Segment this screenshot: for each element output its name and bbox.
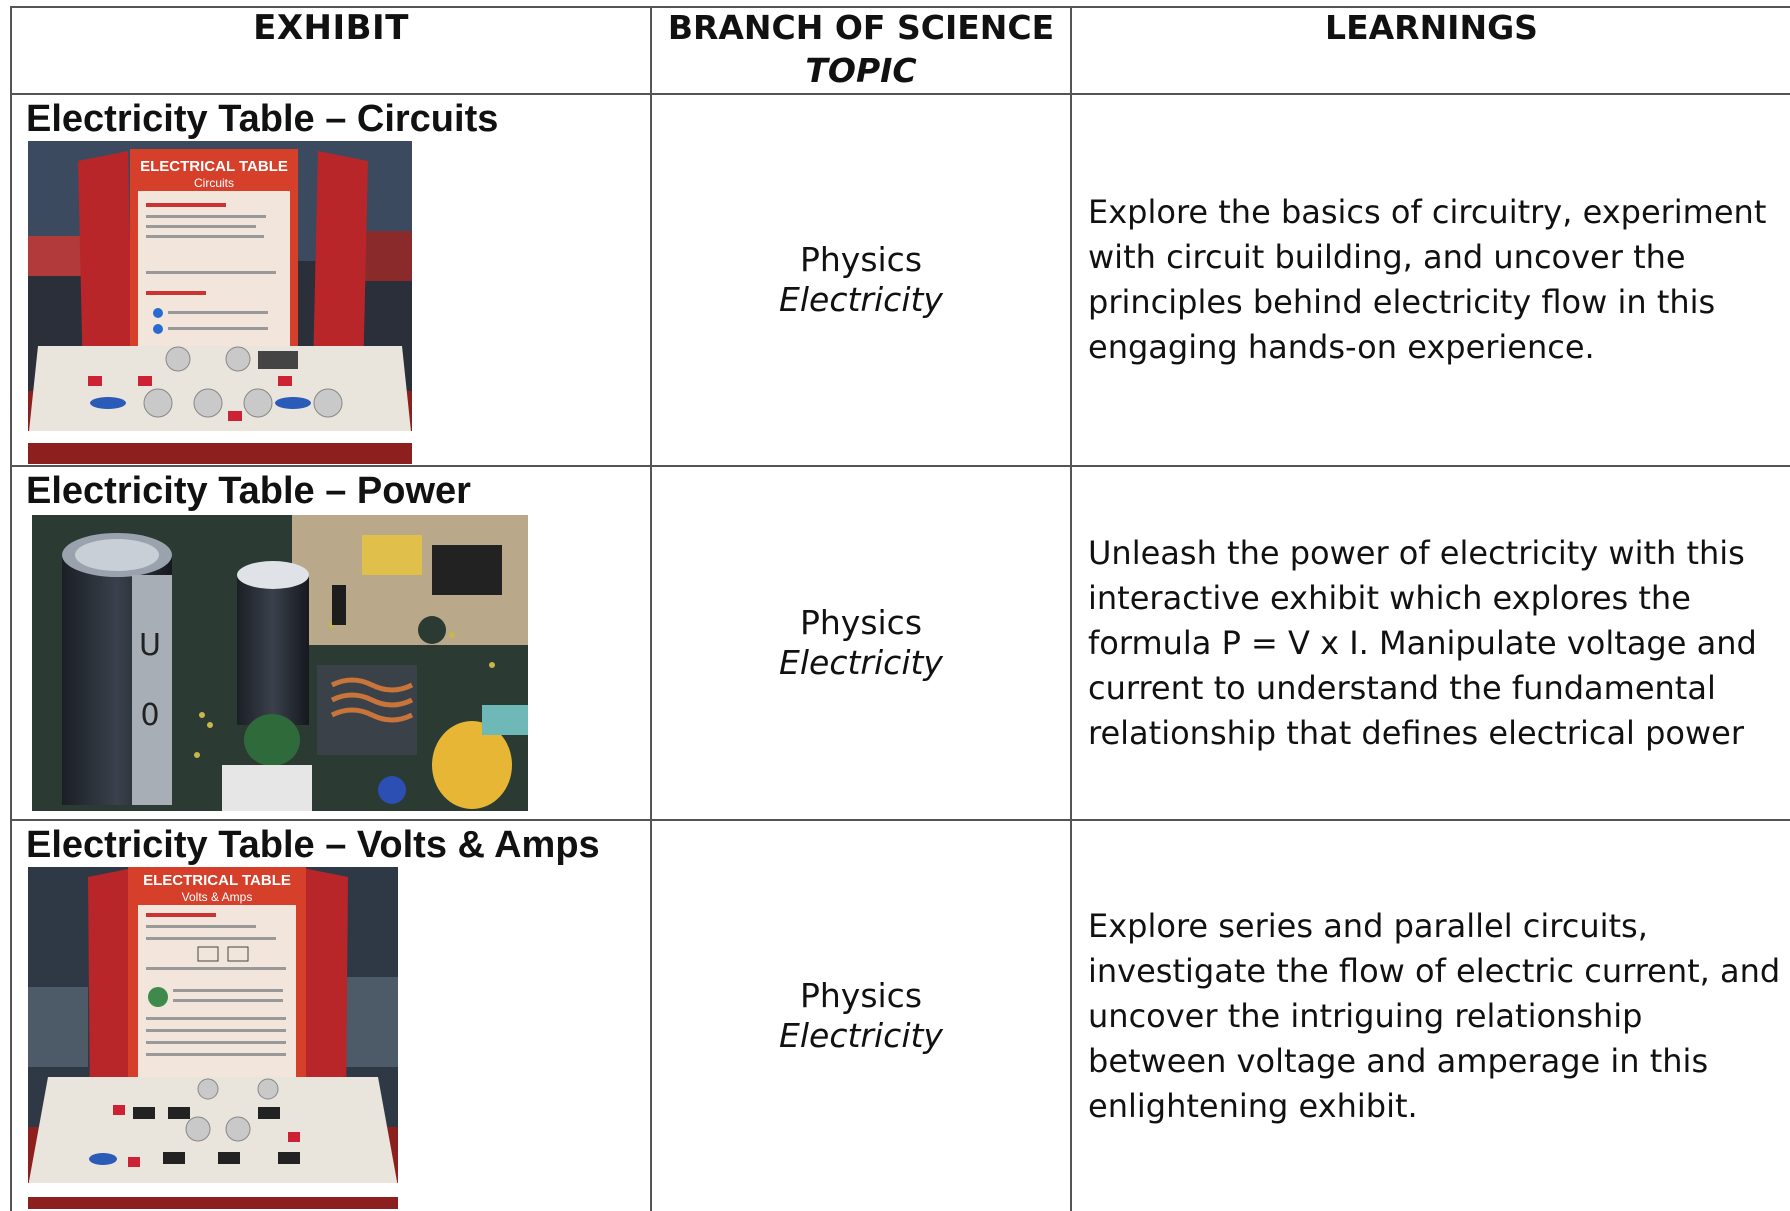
- exhibit-cell: Electricity Table – Power: [10, 465, 652, 821]
- branch-cell: Physics Electricity: [650, 465, 1072, 821]
- topic: Electricity: [779, 1016, 943, 1055]
- learnings-cell: Explore series and parallel circuits, in…: [1070, 819, 1790, 1211]
- exhibit-cell: Electricity Table – Circuits ELECTRICAL …: [10, 93, 652, 467]
- topic: Electricity: [779, 643, 943, 682]
- learnings-text: Explore series and parallel circuits, in…: [1088, 906, 1781, 1125]
- table-row: Electricity Table – Circuits ELECTRICAL …: [10, 93, 1790, 467]
- learnings-cell: Unleash the power of electricity with th…: [1070, 465, 1790, 821]
- header-learnings: LEARNINGS: [1070, 6, 1790, 95]
- topic: Electricity: [779, 280, 943, 319]
- learnings-cell: Explore the basics of circuitry, experim…: [1070, 93, 1790, 467]
- exhibit-title: Electricity Table – Volts & Amps: [26, 824, 600, 866]
- branch-of-science: Physics: [799, 603, 923, 642]
- exhibit-title: Electricity Table – Circuits: [26, 98, 499, 140]
- header-branch-label: BRANCH OF SCIENCE: [667, 8, 1055, 47]
- table-row: Electricity Table – Volts & Amps ELECTRI…: [10, 819, 1790, 1211]
- table-row: Electricity Table – Power: [10, 465, 1790, 821]
- branch-of-science: Physics: [799, 976, 923, 1015]
- electrical-table-circuits-image: ELECTRICAL TABLE Circuits: [28, 141, 412, 464]
- header-branch: BRANCH OF SCIENCE TOPIC: [650, 6, 1072, 95]
- sign-title: ELECTRICAL TABLE: [143, 872, 291, 889]
- exhibit-photo-circuits: ELECTRICAL TABLE Circuits: [28, 141, 412, 464]
- learnings-text: Unleash the power of electricity with th…: [1088, 533, 1757, 752]
- svg-text:U: U: [139, 628, 161, 663]
- circuit-board-components-image: U 0: [32, 515, 528, 811]
- header-exhibit: EXHIBIT: [10, 6, 652, 95]
- exhibit-title: Electricity Table – Power: [26, 470, 471, 512]
- branch-cell: Physics Electricity: [650, 93, 1072, 467]
- exhibit-photo-volts-amps: ELECTRICAL TABLE Volts & Amps: [28, 867, 398, 1209]
- branch-of-science: Physics: [799, 240, 923, 279]
- branch-cell: Physics Electricity: [650, 819, 1072, 1211]
- exhibit-photo-power: U 0: [32, 515, 528, 811]
- sign-title: ELECTRICAL TABLE: [140, 158, 288, 175]
- electrical-table-volts-amps-image: ELECTRICAL TABLE Volts & Amps: [28, 867, 398, 1209]
- exhibit-cell: Electricity Table – Volts & Amps ELECTRI…: [10, 819, 652, 1211]
- header-row: EXHIBIT BRANCH OF SCIENCE TOPIC LEARNING…: [10, 6, 1790, 95]
- learnings-text: Explore the basics of circuitry, experim…: [1088, 193, 1767, 366]
- sign-subtitle: Volts & Amps: [182, 890, 253, 904]
- sign-subtitle: Circuits: [194, 176, 234, 190]
- header-topic-label: TOPIC: [805, 51, 917, 90]
- exhibits-table: EXHIBIT BRANCH OF SCIENCE TOPIC LEARNING…: [10, 6, 1790, 1211]
- svg-text:0: 0: [140, 698, 159, 733]
